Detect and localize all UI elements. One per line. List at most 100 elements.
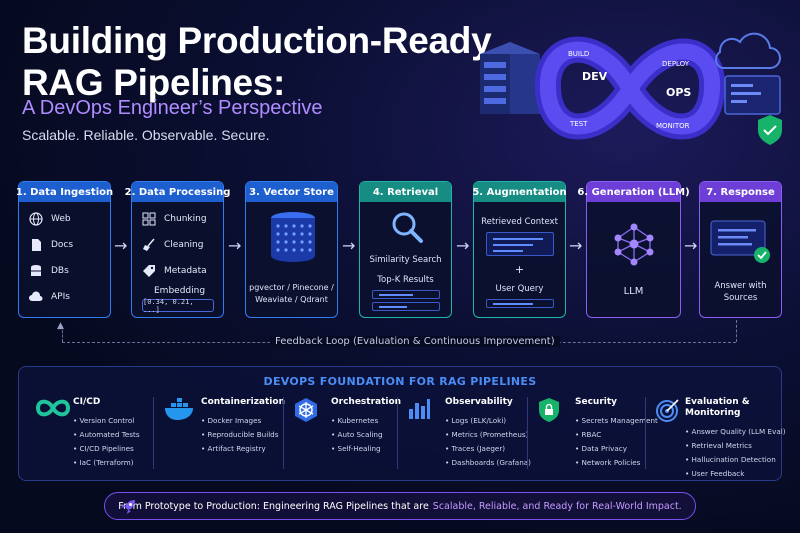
stage-generation: 6. Generation (LLM) LLM [577, 181, 690, 318]
flow-arrow-icon: → [228, 236, 242, 255]
llm-label: LLM [623, 286, 644, 297]
result-row [372, 302, 440, 311]
foundation-item: • Dashboards (Grafana) [445, 458, 531, 467]
loop-label: TEST [569, 120, 588, 128]
devops-hero-illustration: DEV BUILD TEST DEPLOY OPS MONITOR [480, 32, 782, 145]
loop-label: DEV [582, 70, 608, 83]
foundation-heading: Containerization [201, 397, 285, 407]
flow-arrow-icon: → [456, 236, 470, 255]
feedback-line [736, 320, 737, 342]
flow-arrow-icon: → [684, 236, 698, 255]
feedback-arrow-icon: ▲ [57, 321, 64, 331]
stage-title: 1. Data Ingestion [16, 182, 113, 202]
loop-label: BUILD [568, 50, 589, 58]
shield-check-icon [758, 115, 782, 145]
source-label: Docs [51, 240, 74, 250]
stage-retrieval: 4. Retrieval Similarity Search Top-K Res… [359, 181, 452, 318]
stage-title: 6. Generation (LLM) [577, 182, 690, 202]
embedding-vector: [0.34, 0.21, ...] [142, 298, 214, 314]
vector-store-caption: pgvector / Pinecone / Weaviate / Qdrant [249, 283, 334, 304]
answer-card-icon [710, 220, 770, 263]
page-subtitle: A DevOps Engineer’s Perspective [22, 97, 323, 119]
foundation-item: • User Feedback [685, 469, 745, 478]
page-title: Building Production-Ready RAG Pipelines: [22, 20, 492, 104]
foundation-security: Security • Secrets Management • RBAC • D… [533, 397, 658, 470]
stage-response: 7. Response Answer with Sources [699, 181, 782, 318]
source-docs: Docs [29, 238, 73, 252]
foundation-item: • Auto Scaling [331, 430, 383, 439]
foundation-item: • Reproducible Builds [201, 430, 279, 439]
foundation-item: • Network Policies [575, 458, 641, 467]
foundation-heading: Orchestration [331, 397, 402, 407]
loop-label: OPS [666, 86, 691, 99]
foundation-orchestration: Orchestration • Kubernetes • Auto Scalin… [289, 397, 401, 456]
stage-title: 2. Data Processing [125, 182, 230, 202]
foundation-item: • Automated Tests [73, 430, 140, 439]
stage-title: 4. Retrieval [360, 182, 451, 202]
foundation-observability: Observability • Logs (ELK/Loki) • Metric… [403, 397, 531, 470]
foundation-item: • Docker Images [201, 416, 262, 425]
process-cleaning: Cleaning [142, 238, 203, 252]
flow-arrow-icon: → [342, 236, 356, 255]
foundation-item: • IaC (Terraform) [73, 458, 134, 467]
target-icon [656, 399, 679, 422]
devops-foundation-panel: DEVOPS FOUNDATION FOR RAG PIPELINES CI/C… [18, 366, 786, 481]
foundation-item: • Self-Healing [331, 444, 381, 453]
foundation-item: • RBAC [575, 430, 602, 439]
stage-title: 7. Response [700, 182, 781, 202]
divider [283, 397, 284, 469]
stage-augmentation: 5. Augmentation Retrieved Context + User… [472, 181, 567, 318]
retrieved-context-label: Retrieved Context [481, 217, 558, 227]
foundation-containerization: Containerization • Docker Images • Repro… [159, 397, 285, 456]
infinity-icon [35, 399, 71, 417]
docker-whale-icon [165, 398, 193, 420]
stage-title: 3. Vector Store [246, 182, 337, 202]
loop-label: DEPLOY [662, 60, 690, 68]
source-apis: APIs [29, 290, 70, 304]
vector-database-icon [271, 212, 315, 262]
divider [527, 397, 528, 469]
cloud-monitor-icon [715, 32, 781, 115]
foundation-item: • Artifact Registry [201, 444, 266, 453]
flow-arrow-icon: → [114, 236, 128, 255]
broom-icon [143, 238, 155, 251]
process-embedding: Embedding [154, 286, 205, 296]
kubernetes-icon [295, 398, 317, 422]
source-label: DBs [51, 266, 69, 276]
user-query-label: User Query [495, 284, 544, 294]
feedback-loop-label: Feedback Loop (Evaluation & Continuous I… [270, 336, 560, 347]
banner-highlight: Scalable, Reliable, and Ready for Real-W… [432, 500, 682, 512]
foundation-item: • Data Privacy [575, 444, 627, 453]
divider [153, 397, 154, 469]
context-block [486, 232, 554, 256]
magnifier-icon [392, 212, 423, 243]
divider [397, 397, 398, 469]
process-chunking: Chunking [142, 212, 207, 226]
foundation-heading: CI/CD [73, 397, 101, 407]
stage-data-ingestion: 1. Data Ingestion Web Docs DBs APIs [16, 181, 113, 318]
foundation-item: • Retrieval Metrics [685, 441, 752, 450]
foundation-item: • Secrets Management [575, 416, 658, 425]
source-label: APIs [51, 292, 70, 302]
process-label: Chunking [164, 214, 207, 224]
similarity-search-label: Similarity Search [369, 255, 442, 265]
foundation-heading: Security [575, 397, 618, 407]
result-row [372, 290, 440, 299]
stage-vector-store: 3. Vector Store pgvector / Pinecone / We… [245, 181, 338, 318]
foundation-cicd: CI/CD • Version Control • Automated Test… [31, 397, 140, 470]
answer-label: Answer with Sources [714, 281, 767, 303]
foundation-heading: Evaluation & Monitoring [685, 397, 750, 418]
source-label: Web [51, 214, 71, 224]
divider [645, 397, 646, 469]
document-icon [32, 239, 41, 251]
bar-chart-icon [409, 399, 430, 419]
devops-infinity-icon: DEV BUILD TEST DEPLOY OPS MONITOR [534, 36, 726, 140]
loop-label: MONITOR [656, 122, 690, 130]
foundation-item: • Hallucination Detection [685, 455, 776, 464]
tagline: Scalable. Reliable. Observable. Secure. [22, 127, 270, 143]
title-line-1: Building Production-Ready [22, 20, 492, 61]
tag-icon [143, 265, 155, 277]
foundation-evaluation: Evaluation & Monitoring • Answer Quality… [651, 397, 786, 481]
foundation-item: • Version Control [73, 416, 135, 425]
process-label: Embedding [154, 286, 206, 296]
